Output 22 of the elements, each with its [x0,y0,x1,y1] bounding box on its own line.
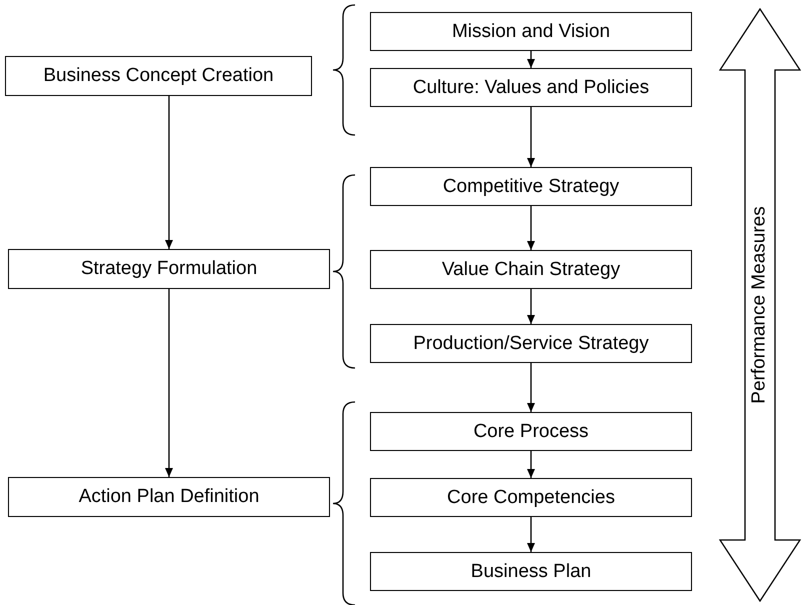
process-box: Core Competencies [370,478,692,517]
arrow [527,107,535,167]
arrow [527,451,535,478]
process-box: Culture: Values and Policies [370,68,692,107]
arrow [527,51,535,68]
arrow [527,517,535,552]
arrow [165,289,173,477]
process-box: Competitive Strategy [370,167,692,206]
arrow [527,289,535,324]
process-box: Business Plan [370,552,692,591]
process-box: Value Chain Strategy [370,250,692,289]
process-box: Core Process [370,412,692,451]
process-box: Business Concept Creation [5,56,312,96]
arrow [527,363,535,412]
process-box: Mission and Vision [370,12,692,51]
process-box: Action Plan Definition [8,477,330,517]
double-arrow-shape [719,8,801,602]
process-box: Production/Service Strategy [370,324,692,363]
process-box: Strategy Formulation [8,249,330,289]
arrow [527,206,535,250]
arrow-label: Performance Measures [749,206,771,404]
arrow [165,96,173,249]
